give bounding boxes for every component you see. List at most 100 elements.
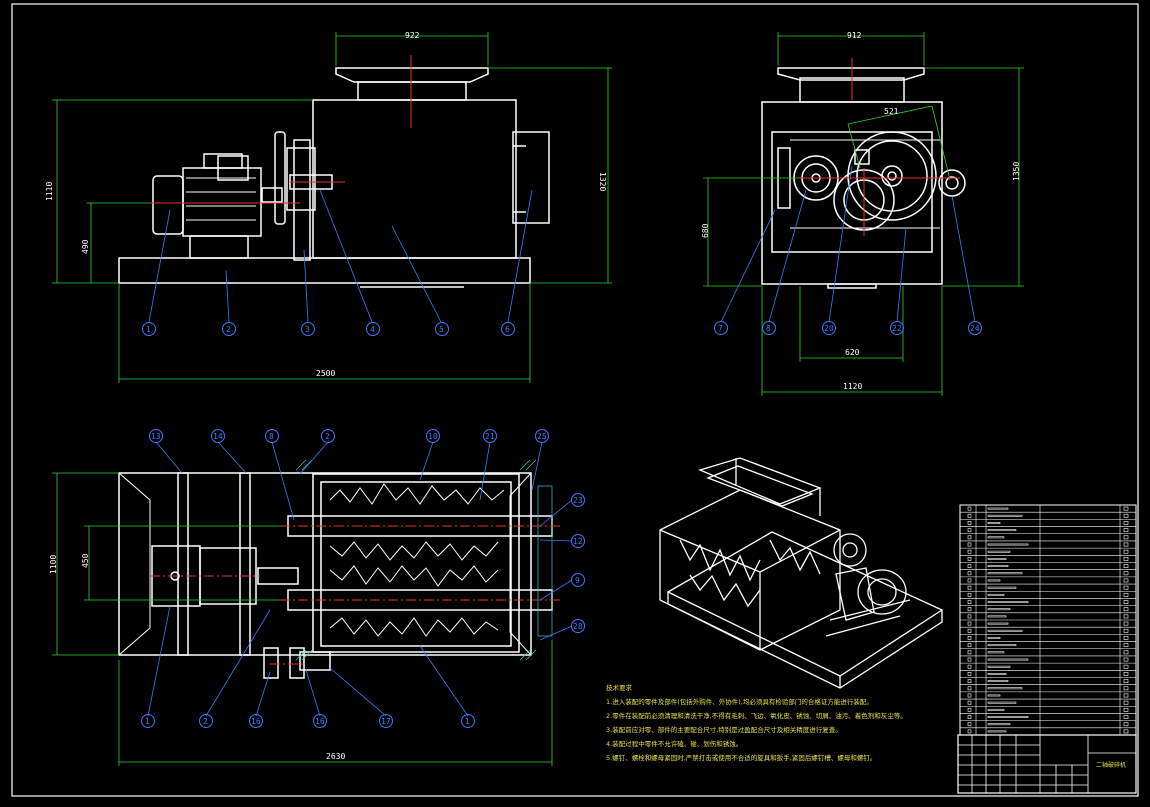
parts-row-qty [1123, 607, 1129, 612]
parts-row-number [967, 549, 972, 554]
balloon: 1 [461, 714, 475, 728]
balloon: 8 [265, 429, 279, 443]
parts-row-number [967, 722, 972, 727]
parts-row-number [967, 679, 972, 683]
parts-row-number [967, 693, 972, 698]
parts-row-name [987, 716, 1029, 718]
parts-row-number [967, 729, 972, 734]
parts-row-qty [1123, 679, 1129, 683]
parts-row-number [967, 592, 972, 597]
parts-row-qty [1123, 614, 1129, 619]
parts-row-qty [1123, 628, 1129, 633]
title-block [957, 734, 1137, 794]
parts-row-name [987, 608, 1011, 611]
svg-text:5: 5 [439, 325, 444, 334]
balloon: 23 [571, 493, 585, 507]
parts-row-number [967, 542, 972, 547]
side-leaders [720, 165, 976, 323]
parts-row-qty [1123, 592, 1129, 597]
note-line: 2.零件在装配前必须清理和清洗干净,不得有毛刺、飞边、氧化皮、锈蚀、切屑、油污、… [606, 711, 907, 720]
balloon: 2 [199, 714, 213, 728]
parts-row-name [987, 629, 1023, 632]
svg-text:20: 20 [824, 324, 834, 333]
dim-front-axis: 490 [81, 239, 90, 254]
parts-row-number [967, 672, 972, 676]
dim-front-height: 1110 [45, 182, 54, 201]
parts-row-name [987, 673, 1007, 675]
parts-row-qty [1123, 557, 1129, 561]
dim-side-width: 1120 [843, 382, 862, 391]
parts-row-number [967, 571, 972, 576]
svg-text:10: 10 [428, 432, 438, 441]
parts-row-name [987, 522, 1001, 524]
svg-text:2: 2 [203, 717, 208, 726]
balloon: 9 [571, 573, 585, 587]
notes-title: 技术要求 [606, 683, 633, 692]
balloon: 7 [714, 321, 728, 335]
parts-row-number [967, 528, 972, 533]
parts-row-name [987, 708, 1005, 711]
plan-balloons-top: 13 14 8 2 10 21 25 [149, 429, 549, 443]
parts-row-qty [1123, 707, 1129, 712]
balloon: 20 [822, 321, 836, 335]
balloon: 21 [483, 429, 497, 443]
parts-row-name [987, 651, 1005, 654]
parts-row-number [967, 650, 972, 655]
parts-row-number [967, 557, 972, 561]
balloon: 1 [142, 322, 156, 336]
parts-row-number [967, 657, 972, 662]
parts-row-name [987, 536, 1005, 539]
parts-row-name [987, 586, 1017, 589]
parts-list [959, 504, 1137, 736]
svg-text:9: 9 [575, 576, 580, 585]
svg-text:6: 6 [505, 325, 510, 334]
svg-text:28: 28 [573, 622, 583, 631]
parts-row-name [987, 680, 1009, 682]
balloon: 2 [222, 322, 236, 336]
balloon: 12 [571, 534, 585, 548]
parts-row-name [987, 572, 1023, 575]
dim-side-right: 1350 [1012, 162, 1021, 181]
parts-row-qty [1123, 672, 1129, 676]
svg-text:1: 1 [146, 325, 151, 334]
balloon: 6 [501, 322, 515, 336]
plan-view [118, 472, 553, 679]
parts-row-qty [1123, 600, 1129, 604]
front-leaders [148, 189, 533, 323]
dim-plan-height: 1100 [49, 555, 58, 574]
balloon: 13 [149, 429, 163, 443]
front-balloons: 1 2 3 4 5 6 [142, 322, 515, 336]
svg-text:24: 24 [970, 324, 980, 333]
balloon: 25 [535, 429, 549, 443]
parts-row-number [967, 715, 972, 719]
side-dimensions [703, 32, 1024, 396]
parts-row-name [987, 701, 1017, 704]
plan-leaders [147, 441, 573, 717]
side-balloons: 7 8 20 22 24 [714, 321, 982, 335]
balloon: 10 [426, 429, 440, 443]
balloon: 16 [249, 714, 263, 728]
parts-row-name [987, 658, 1029, 661]
parts-row-name [987, 694, 1001, 697]
parts-row-name [987, 507, 1009, 510]
parts-row-qty [1123, 722, 1129, 727]
parts-row-name [987, 615, 1007, 618]
dim-plan-length: 2630 [326, 752, 345, 761]
plan-hatch [295, 459, 553, 661]
balloon: 8 [762, 321, 776, 335]
parts-row-number [967, 585, 972, 590]
svg-text:16: 16 [251, 717, 261, 726]
parts-row-number [967, 614, 972, 619]
balloon: 16 [313, 714, 327, 728]
svg-text:4: 4 [370, 325, 375, 334]
balloon: 14 [211, 429, 225, 443]
dim-front-top: 922 [405, 31, 420, 40]
dim-plan-inner: 450 [81, 553, 90, 568]
parts-row-qty [1123, 693, 1129, 698]
parts-row-name [987, 644, 1017, 647]
svg-text:8: 8 [766, 324, 771, 333]
note-line: 1.进入装配的零件及部件(包括外购件、外协件),均必须具有检验部门的合格证方能进… [606, 697, 873, 706]
parts-row-number [967, 607, 972, 612]
